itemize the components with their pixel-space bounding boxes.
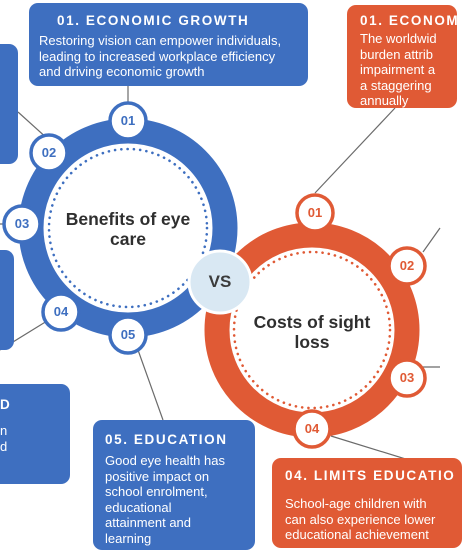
box-title: 04. LIMITS EDUCATIO	[285, 468, 456, 483]
benefit-node-number: 04	[53, 304, 69, 319]
costs-title-line: loss	[294, 332, 330, 352]
benefit-node	[108, 101, 148, 141]
cost-node	[295, 193, 335, 233]
box-body: n d	[0, 423, 70, 454]
box-body-line: educational	[105, 499, 172, 515]
box-body-line: n	[0, 423, 8, 438]
box-body: Good eye health has positive impact on s…	[105, 453, 255, 546]
box-body-line: leading to increased workplace efficienc…	[39, 48, 276, 64]
connector-line	[137, 349, 164, 421]
economic-growth-box: 01. ECONOMIC GROWTH Restoring vision can…	[29, 3, 308, 86]
box-body-line: annually	[360, 93, 409, 108]
box-body: School-age children with can also experi…	[285, 496, 462, 543]
benefits-title-line: care	[109, 229, 146, 249]
box-body: Restoring vision can empower individuals…	[39, 33, 308, 80]
infographic: 01 02 03 04 05 01 02 03 04 Benefits of e…	[0, 3, 462, 550]
box-body-line: burden attrib	[360, 46, 433, 62]
cost-nodes	[292, 193, 427, 449]
cost-node	[292, 409, 332, 449]
box-title: 01. ECONOM	[360, 13, 460, 28]
box-body-line: learning	[105, 530, 152, 546]
box-body-line: Restoring vision can empower individuals…	[39, 33, 282, 48]
box-body-line: educational achievement	[285, 527, 429, 542]
box-title: 05. EDUCATION	[105, 432, 228, 447]
diagram-graphics	[0, 86, 441, 466]
dotted-inner-ring	[47, 147, 209, 309]
benefit-node	[41, 292, 81, 332]
connector-line	[314, 107, 396, 194]
box-body-line: d	[0, 438, 8, 454]
box-body-line: school enrolment,	[105, 484, 208, 499]
costs-title: Costs of sight loss	[242, 312, 382, 352]
limits-education-box: 04. LIMITS EDUCATIO School-age children …	[272, 458, 462, 548]
box-title: D	[0, 397, 12, 412]
benefit-node	[29, 133, 69, 173]
benefit-node-number: 03	[14, 216, 30, 231]
cost-node	[387, 358, 427, 398]
box-body-line: impairment a	[360, 62, 436, 77]
benefit-node	[2, 204, 42, 244]
vs-label: VS	[208, 272, 232, 291]
economic-burden-box: 01. ECONOM The worldwid burden attrib im…	[347, 5, 460, 109]
box-title: 01. ECONOMIC GROWTH	[57, 13, 250, 28]
costs-title-line: Costs of sight	[253, 312, 371, 332]
connector-line	[422, 227, 441, 253]
benefit-nodes	[2, 101, 148, 355]
benefit-node-number: 02	[41, 145, 57, 160]
box-body-line: a staggering	[360, 77, 432, 93]
partial-box-left-bottom: D n d	[0, 384, 70, 484]
benefit-node	[108, 315, 148, 355]
partial-box-left-middle	[0, 250, 14, 350]
cost-node	[387, 246, 427, 286]
ring-center	[240, 258, 384, 402]
box-body-line: Good eye health has	[105, 453, 225, 468]
education-box: 05. EDUCATION Good eye health has positi…	[93, 420, 255, 550]
partial-box-left-top	[0, 44, 18, 164]
box-body-line: and driving economic growth	[39, 64, 205, 79]
benefit-node-number: 01	[120, 113, 136, 128]
box-body-line: can also experience lower	[285, 511, 436, 527]
box-body-line: School-age children with	[285, 496, 427, 511]
benefits-title-line: Benefits of eye	[65, 209, 191, 229]
cost-node-number: 04	[304, 421, 320, 436]
cost-node-number: 03	[399, 370, 415, 385]
box-body-line: The worldwid	[360, 31, 437, 46]
cost-node-number: 01	[307, 205, 323, 220]
ring-center	[55, 155, 201, 301]
box-body-line: attainment and	[105, 515, 192, 530]
dotted-inner-ring	[232, 250, 392, 410]
benefits-title: Benefits of eye care	[58, 209, 198, 249]
box-body: The worldwid burden attrib impairment a …	[360, 31, 457, 109]
box-body-line: positive impact on	[105, 468, 210, 484]
benefit-node-number: 05	[120, 327, 136, 342]
cost-node-number: 02	[399, 258, 415, 273]
vs-circle	[187, 249, 253, 315]
